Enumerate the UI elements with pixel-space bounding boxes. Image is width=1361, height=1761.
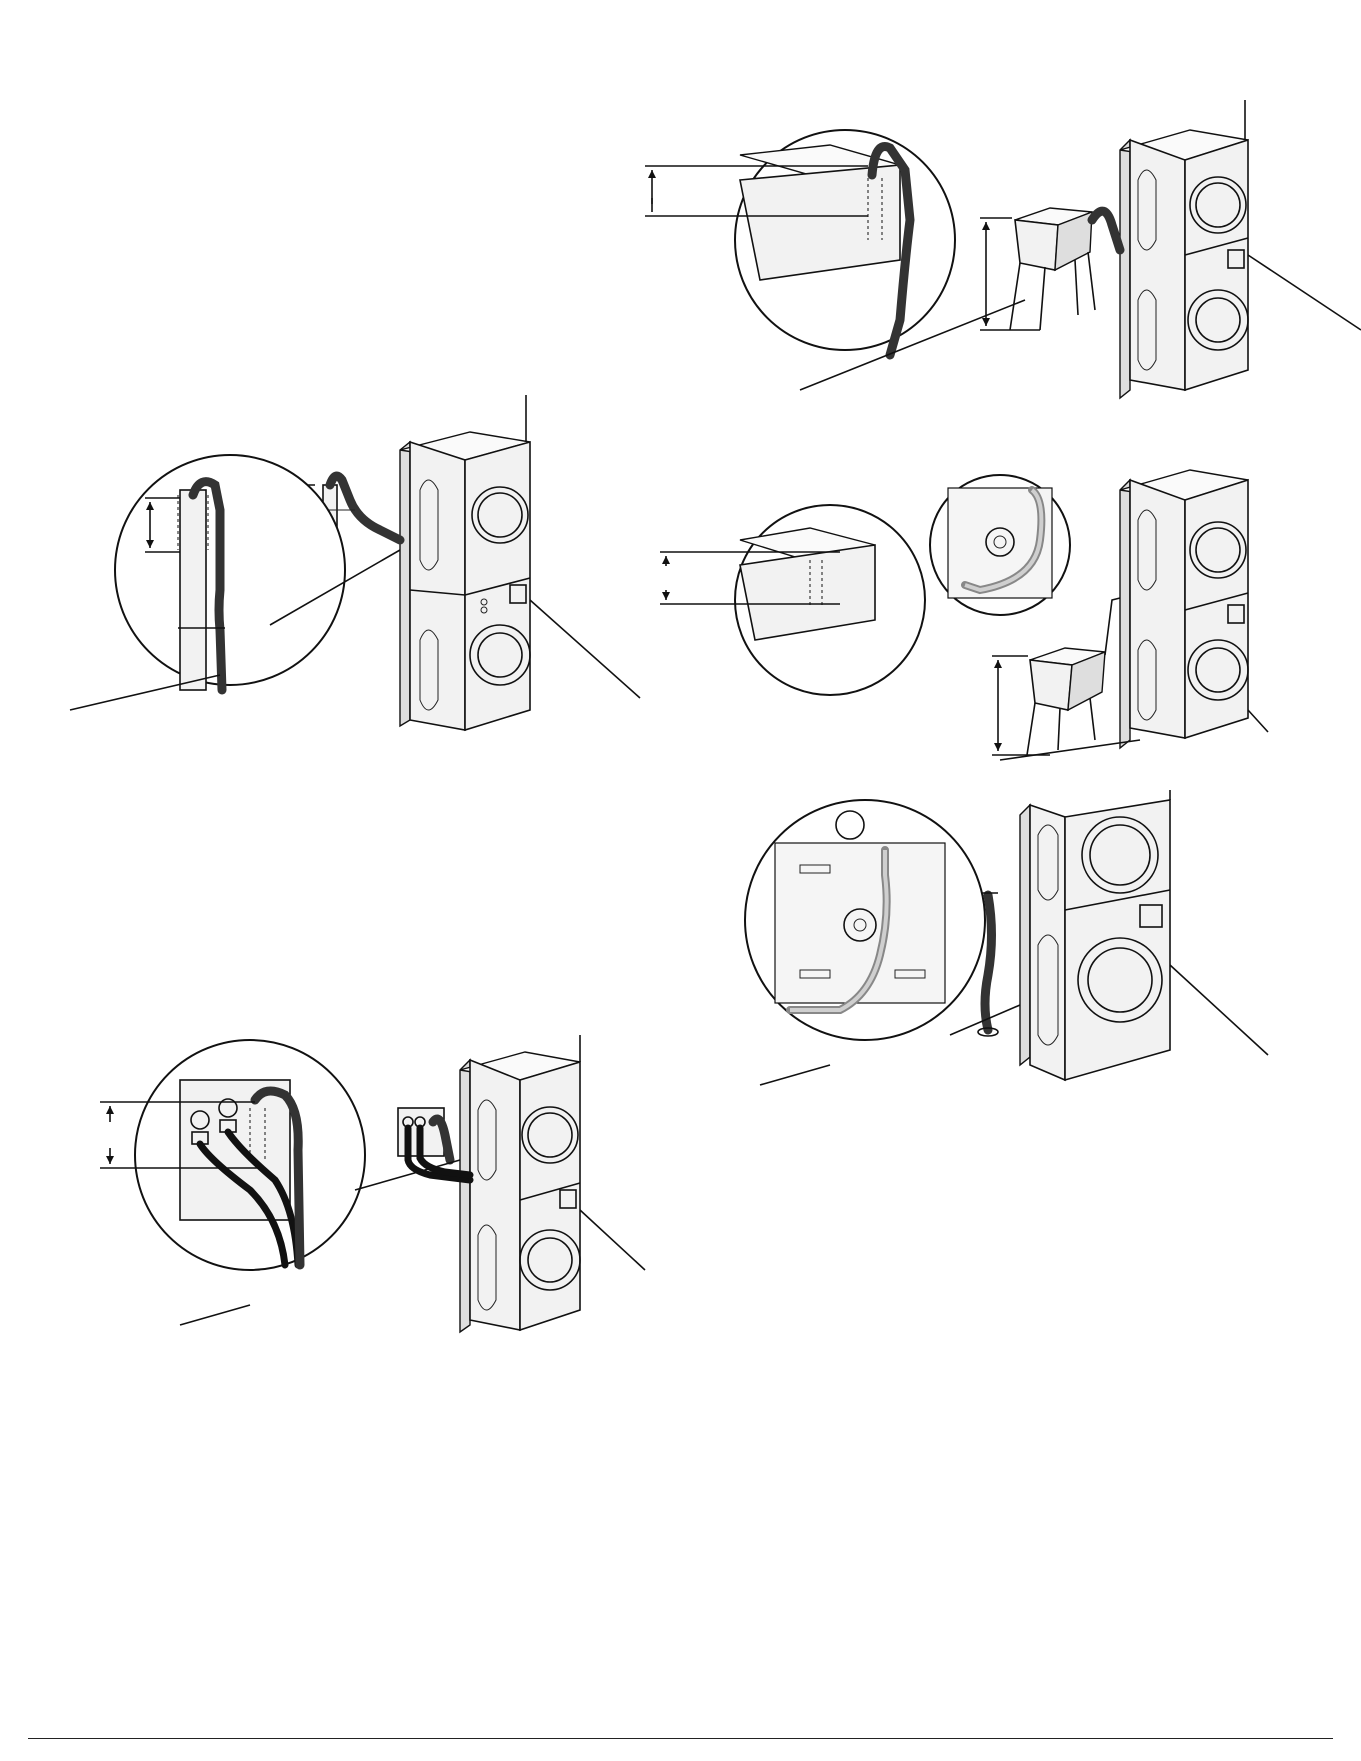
laundry-tub-detail-magnifier bbox=[645, 130, 955, 355]
leader-line-8 bbox=[760, 1065, 830, 1085]
laundry-tub-drain-figure bbox=[700, 100, 1361, 400]
leader-line-13 bbox=[580, 1210, 645, 1270]
laundry-tub-icon bbox=[980, 208, 1120, 330]
footer-rule bbox=[28, 1738, 1333, 1739]
leader-line-1 bbox=[70, 675, 220, 710]
laundry-tub-icon-2 bbox=[992, 598, 1120, 755]
stacked-washer-dryer-icon bbox=[400, 395, 530, 730]
stacked-washer-dryer-icon-4 bbox=[1020, 790, 1170, 1080]
leader-line-7 bbox=[1248, 710, 1268, 732]
floor-drain-figure bbox=[720, 795, 1361, 1095]
wall-box-icon bbox=[398, 1108, 470, 1180]
wall-box-detail-magnifier bbox=[100, 1040, 365, 1270]
leader-line-6 bbox=[1000, 740, 1140, 760]
wall-box-drain-figure bbox=[100, 1040, 660, 1340]
laundry-tub-rear-drain-figure bbox=[700, 470, 1361, 770]
standpipe-drain-figure bbox=[60, 430, 660, 730]
floor-drain-rear-magnifier bbox=[745, 800, 985, 1040]
leader-line-3 bbox=[530, 600, 640, 698]
tub-edge-detail-magnifier bbox=[660, 505, 925, 695]
leader-line-10 bbox=[1170, 965, 1268, 1055]
stacked-washer-dryer-icon-2 bbox=[1120, 100, 1248, 398]
leader-line-5 bbox=[1248, 255, 1361, 330]
stacked-washer-dryer-icon-5 bbox=[460, 1035, 580, 1332]
stacked-washer-dryer-icon-3 bbox=[1120, 470, 1248, 748]
standpipe-detail-magnifier bbox=[115, 455, 345, 690]
washer-rear-detail-magnifier bbox=[930, 475, 1070, 615]
leader-line-11 bbox=[180, 1305, 250, 1325]
